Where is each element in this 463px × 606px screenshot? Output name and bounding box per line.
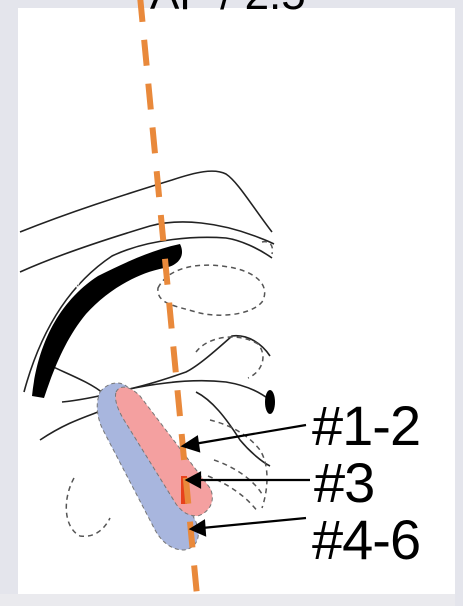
callout-label-1-2: #1-2 (312, 398, 420, 454)
callout-label-3: #3 (314, 455, 374, 511)
lv-label: LV (68, 280, 81, 291)
right-frame-strip (455, 0, 463, 606)
left-frame-strip (0, 0, 18, 606)
callout-label-4-6: #4-6 (312, 512, 420, 568)
header-fragment: AP / 2.5 (150, 0, 306, 20)
black-spot (265, 390, 275, 414)
bottom-frame-strip (0, 594, 463, 606)
